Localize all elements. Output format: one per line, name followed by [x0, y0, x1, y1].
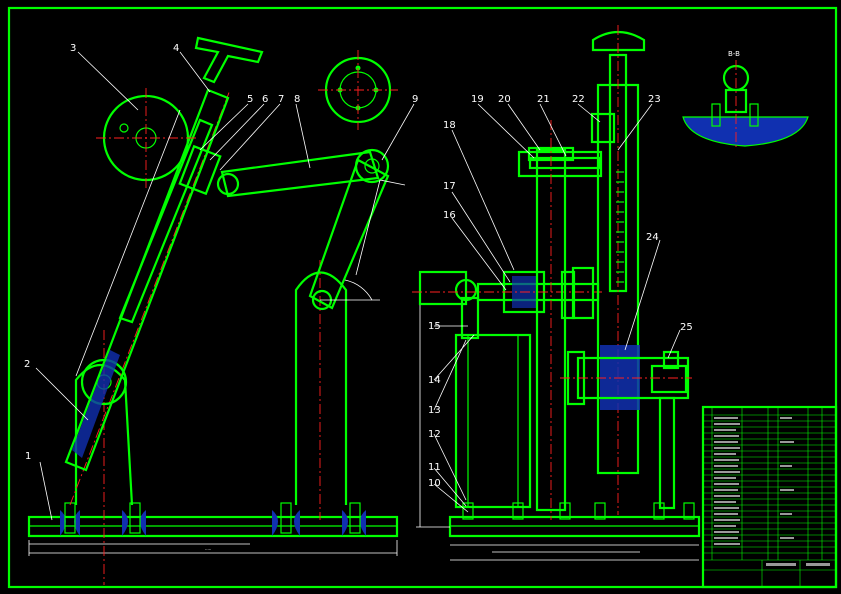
part-label-21: 21: [537, 94, 550, 105]
part-label-19: 19: [471, 94, 484, 105]
right-column: [590, 25, 646, 515]
slider-block: [178, 144, 222, 196]
part-label-18: 18: [443, 120, 456, 131]
left-pedestal: [74, 364, 134, 506]
part-label-9: 9: [412, 94, 418, 105]
part-label-14: 14: [428, 375, 441, 386]
base-bolts-left: [60, 502, 366, 536]
inclined-arm: [64, 88, 230, 472]
part-label-20: 20: [498, 94, 511, 105]
t-handle-left: [194, 36, 264, 84]
part-label-3: 3: [70, 43, 76, 54]
title-block: [701, 405, 838, 589]
part-label-12: 12: [428, 429, 441, 440]
left-view: ·····: [27, 36, 415, 585]
part-label-17: 17: [443, 181, 456, 192]
part-label-23: 23: [648, 94, 661, 105]
part-label-11: 11: [428, 462, 441, 473]
part-label-6: 6: [262, 94, 268, 105]
part-label-15: 15: [428, 321, 441, 332]
large-wheel: [96, 88, 196, 188]
part-numbers: 1 2 3 4 5 6 7 8 9 10 11 12 13 14 15 16 1…: [24, 43, 740, 489]
part-label-22: 22: [572, 94, 585, 105]
section-bb: [682, 60, 809, 150]
section-bb-label: B-B: [728, 50, 740, 58]
center-column: [517, 120, 603, 520]
part-label-7: 7: [278, 94, 284, 105]
left-support-box: [454, 333, 532, 509]
part-label-10: 10: [428, 478, 441, 489]
right-pedestal: [294, 271, 348, 505]
detail-flange: [318, 50, 398, 130]
part-label-25: 25: [680, 322, 693, 333]
part-label-24: 24: [646, 232, 659, 243]
gearbox: [412, 270, 605, 340]
part-label-16: 16: [443, 210, 456, 221]
part-label-8: 8: [294, 94, 300, 105]
svg-text:·····: ·····: [205, 547, 211, 552]
part-label-2: 2: [24, 359, 30, 370]
sheet-border: [7, 6, 838, 589]
lower-housing: [560, 345, 692, 510]
connecting-link: [216, 148, 390, 198]
part-label-13: 13: [428, 405, 441, 416]
part-label-1: 1: [25, 451, 31, 462]
part-label-5: 5: [247, 94, 253, 105]
part-label-4: 4: [173, 43, 179, 54]
base-bolts-right: [462, 502, 695, 520]
right-view: [412, 25, 701, 561]
